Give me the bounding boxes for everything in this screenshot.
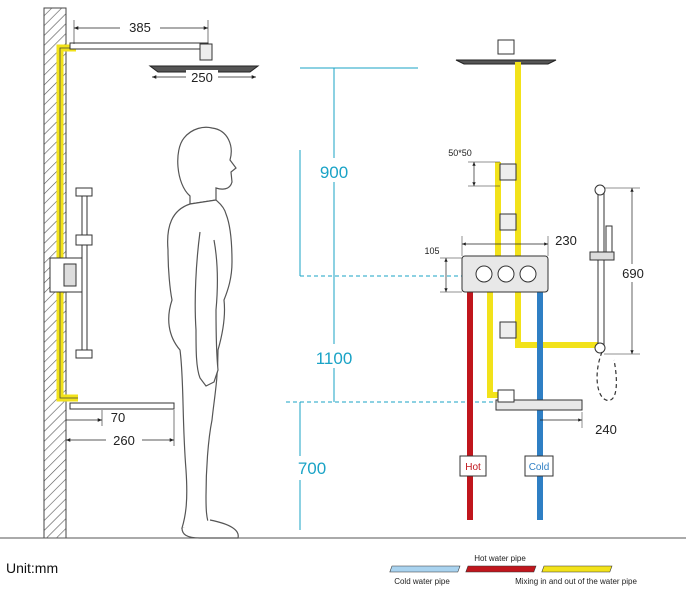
- legend-mixing-label: Mixing in and out of the water pipe: [515, 577, 637, 586]
- height-bottom: 700: [298, 459, 326, 478]
- hose: [596, 351, 617, 401]
- dim-side-shelf: 70: [111, 410, 125, 425]
- height-dimensions: 900 1100 700: [286, 67, 500, 530]
- tag-hot: Hot: [465, 462, 481, 473]
- legend-hot-label: Hot water pipe: [474, 554, 526, 563]
- legend-mixing-swatch: [541, 565, 613, 573]
- shower-arm: [69, 42, 209, 50]
- side-view: 385 250 70 260: [0, 7, 686, 539]
- legend-cold-label: Cold water pipe: [394, 577, 450, 586]
- legend-hot-swatch: [465, 565, 537, 573]
- legend-cold-swatch: [389, 565, 461, 573]
- human-figure: [167, 126, 239, 539]
- shelf-side: [69, 402, 175, 410]
- dim-slide-bar-height: 690: [622, 266, 644, 281]
- dim-head-diameter: 250: [191, 70, 213, 85]
- height-middle: 1100: [316, 349, 353, 368]
- shelf-front: [495, 399, 583, 411]
- tag-cold: Cold: [529, 462, 550, 473]
- unit-label: Unit:mm: [6, 560, 58, 576]
- front-view: Hot Cold 50*50 105 230 690 240: [424, 39, 650, 520]
- height-top: 900: [320, 163, 348, 182]
- mixing-pipe-side: [56, 44, 78, 402]
- dim-valve-height: 105: [424, 246, 439, 256]
- legend: Hot water pipe Cold water pipe Mixing in…: [389, 554, 637, 586]
- slide-bar-side: [81, 189, 88, 356]
- dim-arm-length: 385: [129, 20, 151, 35]
- slide-bar-front: [597, 189, 605, 351]
- dim-side-wall-gap: 260: [113, 433, 135, 448]
- shower-head-front: [455, 59, 557, 65]
- shower-head-side: [148, 65, 260, 73]
- dim-valve-width: 230: [555, 233, 577, 248]
- dim-front-shelf: 240: [595, 422, 617, 437]
- dim-small-spacing: 50*50: [448, 148, 472, 158]
